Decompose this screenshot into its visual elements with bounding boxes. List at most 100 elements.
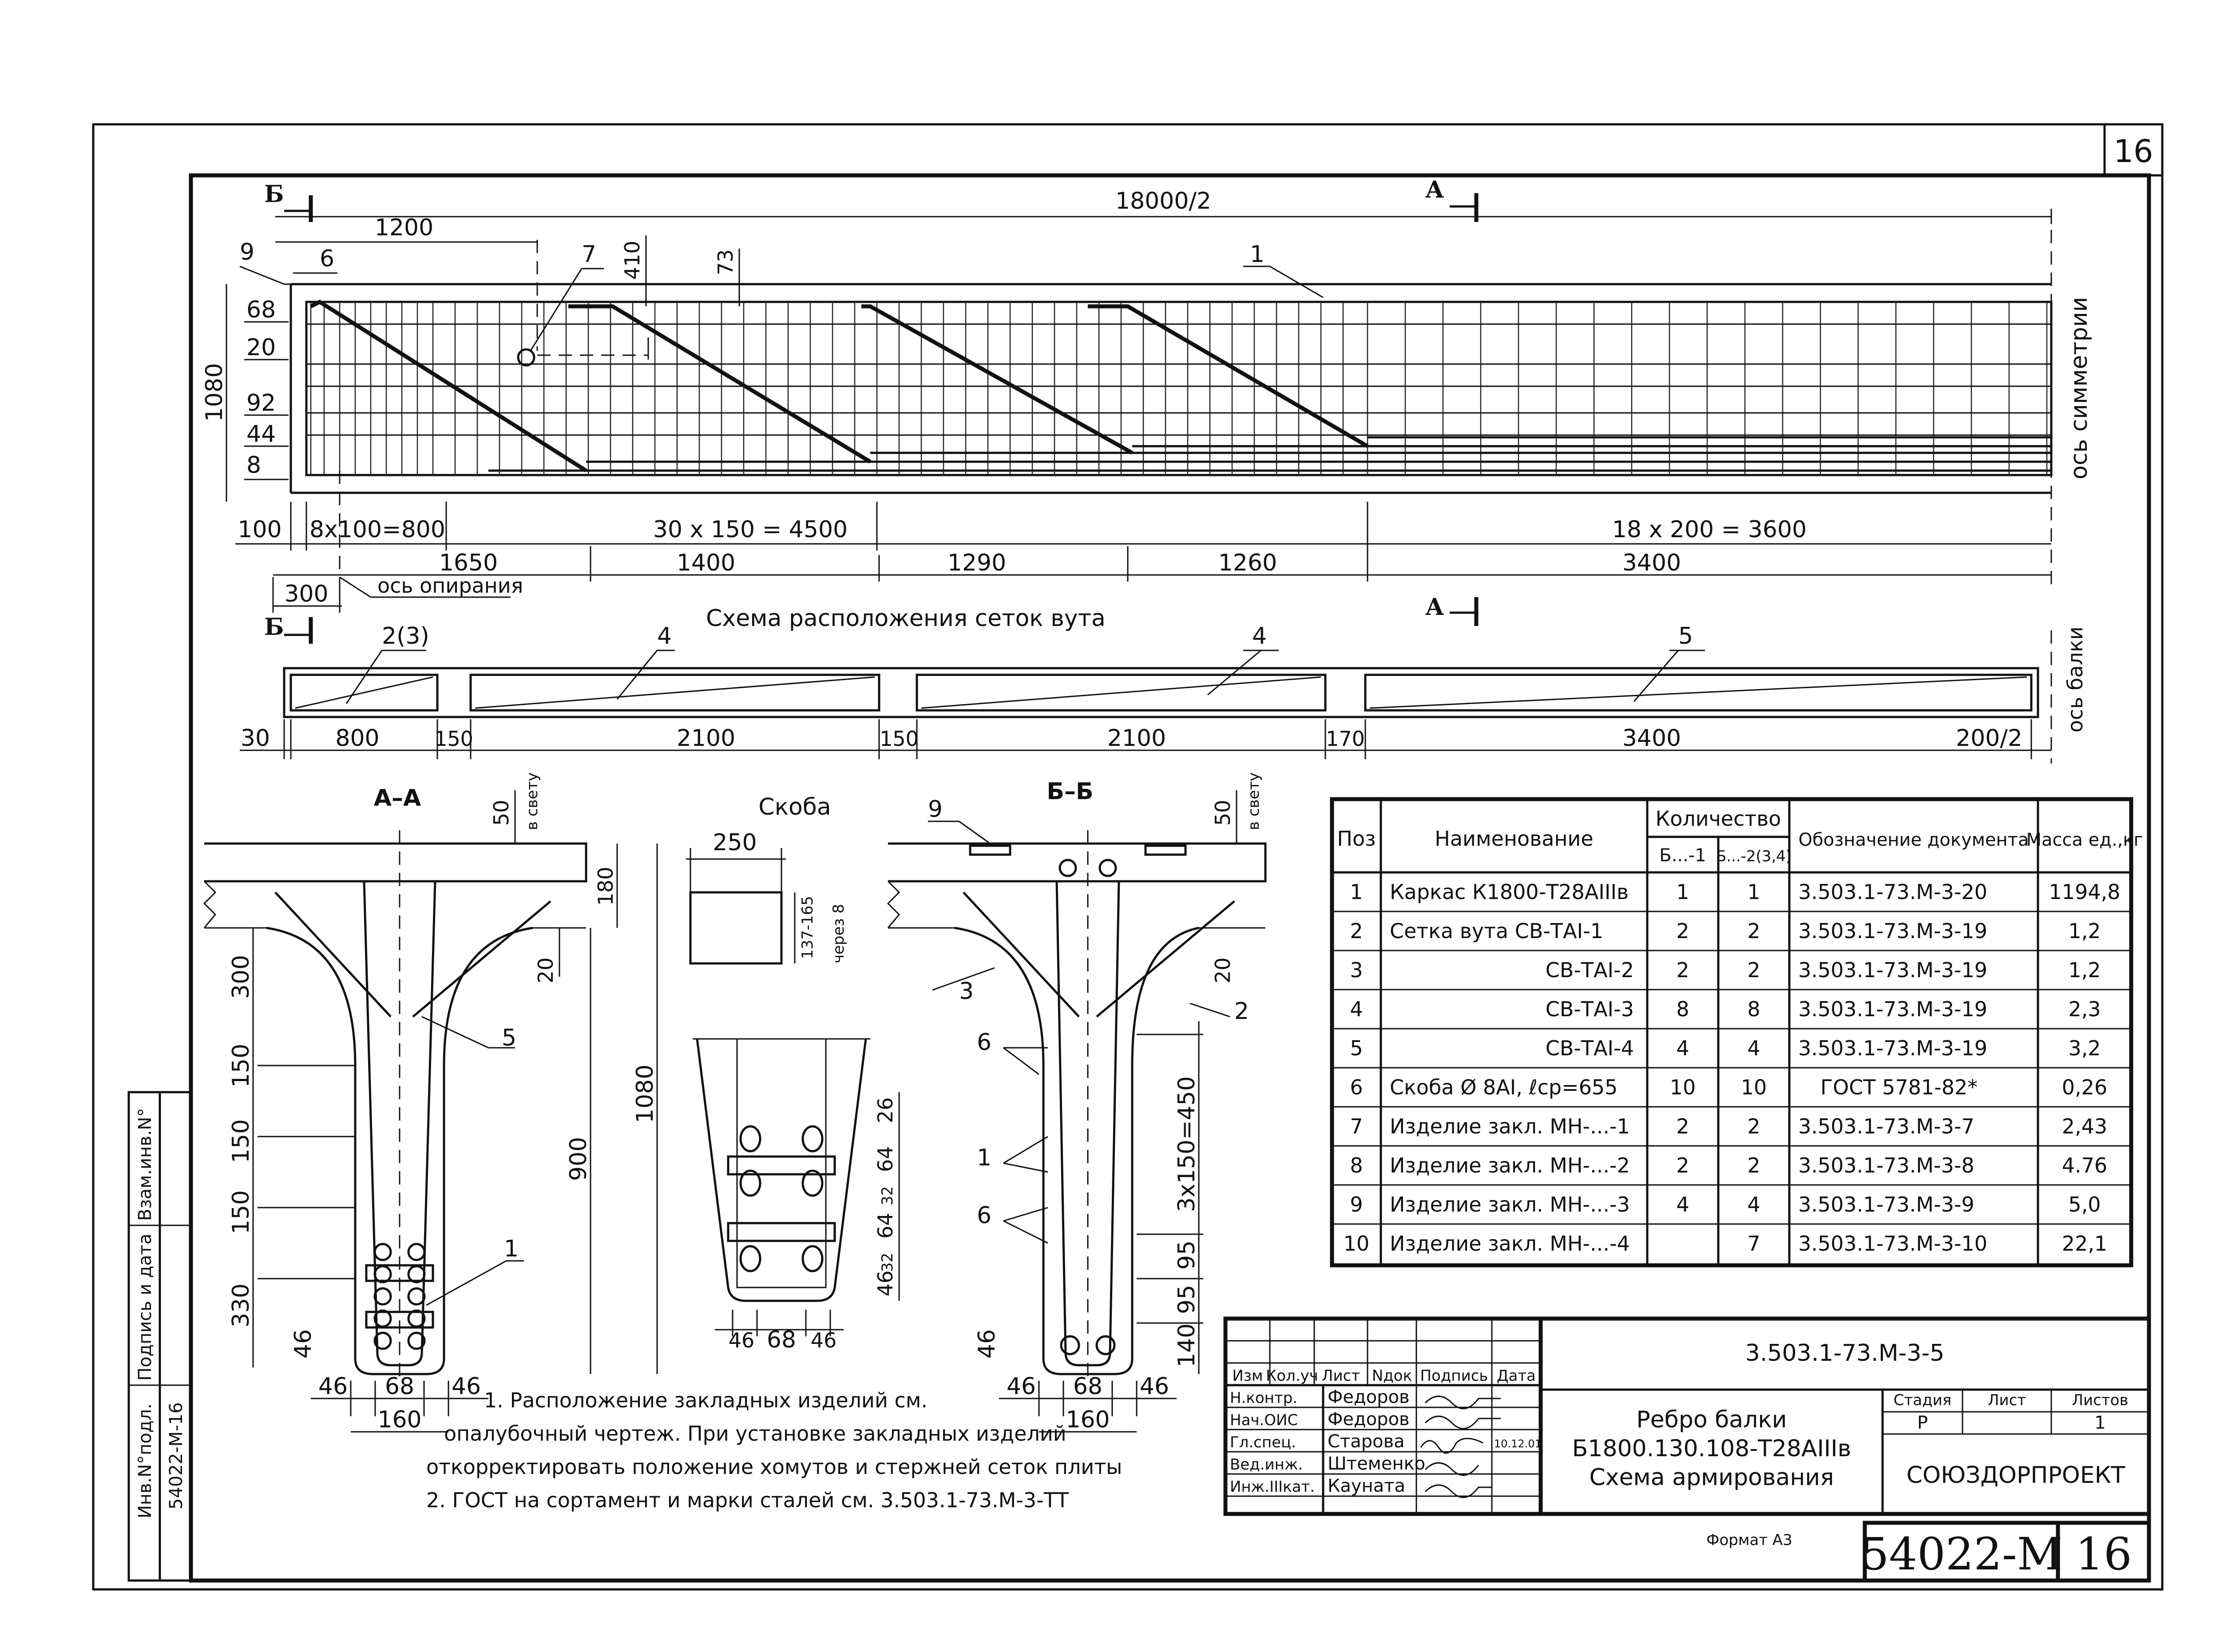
section-bb-v-svetu: в свету (1245, 773, 1263, 830)
note-line-2: опалубочный чертеж. При установке заклад… (444, 1422, 1066, 1446)
mesh-scheme: Схема расположения сеток вута Б А 2(3) 4… (240, 594, 2087, 764)
height-1080: 1080 (201, 363, 228, 422)
dim-row1-800: 8х100=800 (309, 516, 445, 543)
mesh-dim-170: 170 (1326, 727, 1365, 751)
table-cell: 2 (1676, 919, 1689, 943)
table-cell: 9 (1350, 1192, 1363, 1216)
dim-1200: 1200 (375, 214, 433, 241)
mesh-label-4b: 4 (1252, 623, 1267, 650)
table-cell: СВ-ТАI-3 (1546, 997, 1634, 1021)
section-mark-b-mid: Б (264, 614, 284, 641)
tb-name-0: Федоров (1328, 1387, 1410, 1407)
title-block: Изм Кол.уч Лист Nдок Подпись Дата Н.конт… (1223, 1316, 2151, 1516)
table-cell: 1,2 (2068, 919, 2101, 943)
table-cell: 4 (1676, 1192, 1689, 1216)
table-cell: Сетка вута СВ-ТАI-1 (1390, 919, 1603, 943)
big-page-number: 16 (2075, 1528, 2132, 1580)
table-cell: 3.503.1-73.М-3-8 (1798, 1153, 1974, 1177)
bracket-title: Скоба (758, 794, 831, 820)
table-row: 9 Изделие закл. МН-...-3 4 4 3.503.1-73.… (1350, 1192, 2101, 1216)
longitudinal-bars (306, 323, 2051, 472)
support-axis-label: ось опирания (377, 574, 523, 598)
mesh-dim-150a: 150 (434, 727, 473, 751)
spec-header-mass: Масса ед.,кг (2026, 830, 2143, 850)
table-cell: 4 (1747, 1036, 1760, 1060)
signature-mark (1424, 1484, 1492, 1498)
spec-header-doc: Обозначение документа (1799, 830, 2029, 850)
table-cell: Изделие закл. МН-...-4 (1390, 1232, 1630, 1256)
top-view: Б А 18000/2 1200 410 73 9 6 68 20 92 44 … (201, 176, 2093, 613)
table-cell: 4 (1350, 997, 1363, 1021)
tb-stage-header: Стадия (1894, 1391, 1951, 1409)
dim-row2-1400: 1400 (677, 550, 735, 576)
table-cell: 3.503.1-73.М-3-20 (1798, 880, 1987, 904)
tb-col-data: Дата (1497, 1367, 1536, 1385)
section-aa-label-5: 5 (502, 1025, 516, 1051)
mesh-label-4a: 4 (657, 623, 672, 650)
bracket-dim-250: 250 (713, 829, 757, 856)
table-cell: 3.503.1-73.М-3-19 (1798, 958, 1987, 982)
section-bb: Б–Б 9 50 в свету 3 2 20 6 1 6 (887, 773, 1267, 1433)
spec-header-name: Наименование (1435, 827, 1593, 851)
tb-org: СОЮЗДОРПРОЕКТ (1907, 1462, 2125, 1489)
mesh-dim-200-2: 200/2 (1956, 725, 2022, 752)
side-stamp-sign-label: Подпись и дата (135, 1234, 155, 1381)
table-cell: 1 (1676, 880, 1689, 904)
table-cell: 4 (1747, 1192, 1760, 1216)
tb-role-3: Вед.инж. (1230, 1456, 1303, 1474)
table-cell: СВ-ТАI-4 (1546, 1036, 1634, 1060)
mesh-dim-3400: 3400 (1622, 725, 1681, 752)
section-aa-bot-68: 68 (385, 1373, 414, 1400)
tb-col-izm: Изм (1232, 1367, 1263, 1385)
table-cell: ГОСТ 5781-82* (1820, 1075, 1978, 1099)
section-bb-bot-160: 160 (1066, 1406, 1110, 1433)
bracket-bot-46a: 46 (729, 1328, 755, 1352)
table-cell: 0,26 (2062, 1075, 2107, 1099)
signature-mark (1424, 1462, 1479, 1476)
side-stamp-inv-label: Инв.N°подл. (135, 1403, 155, 1518)
section-bb-dim-450: 3х150=450 (1173, 1076, 1200, 1212)
table-cell: 3.503.1-73.М-3-9 (1798, 1192, 1974, 1216)
table-cell: 10 (1344, 1232, 1370, 1256)
stirrups-zone-2 (454, 302, 1344, 475)
section-aa-label-1: 1 (504, 1236, 519, 1262)
dim-row2-1260: 1260 (1218, 550, 1277, 576)
section-mark-a-mid: А (1425, 594, 1444, 621)
bent-up-bars (309, 299, 1369, 472)
bracket-dim-range: 137-165 (799, 896, 817, 959)
mesh-dim-30: 30 (241, 725, 270, 752)
table-row: 3 СВ-ТАI-2 2 2 3.503.1-73.М-3-19 1,2 (1350, 958, 2101, 982)
table-cell: 3.503.1-73.М-3-7 (1798, 1114, 1974, 1138)
table-cell: Скоба Ø 8АI, ℓср=655 (1390, 1075, 1617, 1099)
tb-role-0: Н.контр. (1230, 1389, 1297, 1407)
table-cell: 8 (1676, 997, 1689, 1021)
table-row: 10 Изделие закл. МН-...-4 7 3.503.1-73.М… (1344, 1232, 2107, 1256)
section-bb-bot-68: 68 (1073, 1373, 1102, 1400)
spec-header-qty2: Б...-2(3,4) (1716, 848, 1792, 865)
dim-row2-1650: 1650 (439, 550, 498, 576)
table-cell: 10 (1741, 1075, 1767, 1099)
spec-header-pos: Поз (1337, 827, 1376, 851)
left-dim-68: 68 (246, 297, 276, 323)
bracket-bot-46b: 46 (811, 1328, 837, 1352)
bracket-detail: Скоба 250 137-165 через 8 26 64 32 64 32… (686, 794, 900, 1353)
tb-stage-value: Р (1917, 1413, 1928, 1433)
table-cell: Каркас К1800-Т28АIIIв (1390, 880, 1629, 904)
table-cell: 3.503.1-73.М-3-19 (1798, 1036, 1987, 1060)
pos-1-label: 1 (1250, 241, 1265, 268)
table-cell: 5,0 (2068, 1192, 2101, 1216)
section-bb-label-3: 3 (959, 978, 974, 1005)
table-row: 8 Изделие закл. МН-...-2 2 2 3.503.1-73.… (1350, 1153, 2107, 1177)
table-cell: 8 (1350, 1153, 1363, 1177)
table-cell: 5 (1350, 1036, 1363, 1060)
spec-header-qty1: Б...-1 (1659, 845, 1706, 866)
section-aa-bot-160: 160 (377, 1406, 421, 1433)
dim-row1-3600: 18 х 200 = 3600 (1612, 516, 1807, 543)
table-row: 5 СВ-ТАI-4 4 4 3.503.1-73.М-3-19 3,2 (1350, 1036, 2101, 1060)
tb-sign-date: 10.12.01 (1494, 1438, 1542, 1450)
tb-role-2: Гл.спец. (1230, 1434, 1296, 1451)
signature-mark (1420, 1438, 1483, 1454)
side-stamp-inv-value: 54022-М-16 (166, 1402, 186, 1509)
table-cell: Изделие закл. МН-...-1 (1390, 1114, 1630, 1138)
